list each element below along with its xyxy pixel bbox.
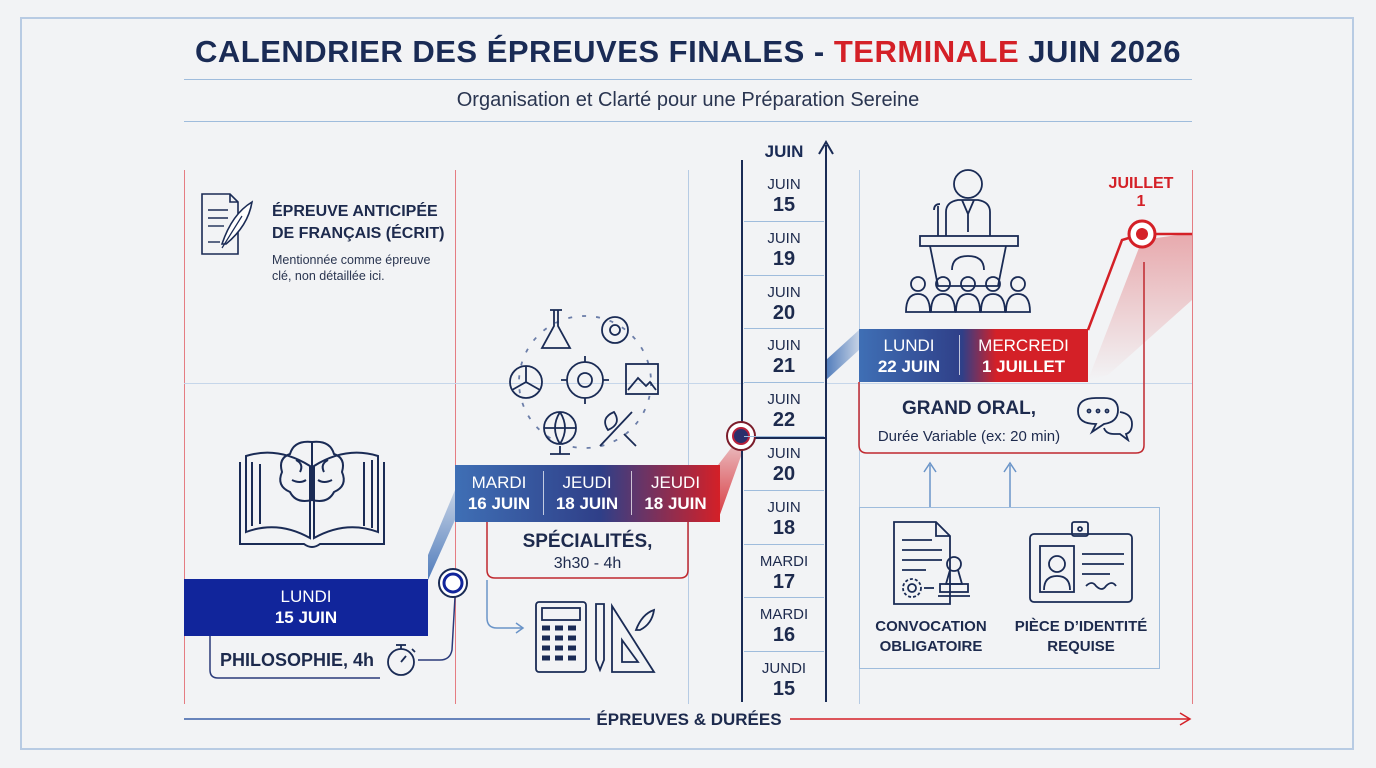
specialites-duration: 3h30 - 4h bbox=[553, 555, 622, 572]
grid-line bbox=[184, 170, 185, 704]
page-title: CALENDRIER DES ÉPREUVES FINALES - TERMIN… bbox=[195, 34, 1181, 69]
title-underline bbox=[184, 79, 1192, 80]
grand-oral-duration: Durée Variable (ex: 20 min) bbox=[877, 428, 1061, 445]
science-tools-icon bbox=[509, 309, 659, 455]
stopwatch-icon bbox=[387, 644, 416, 676]
requirements-box bbox=[859, 507, 1160, 669]
axis-label: ÉPREUVES & DURÉES bbox=[596, 710, 782, 729]
speaker-audience-icon bbox=[905, 169, 1031, 313]
grand-oral-label: GRAND ORAL, bbox=[901, 398, 1037, 419]
brain-book-icon bbox=[239, 440, 385, 548]
philo-label: PHILOSOPHIE, 4h bbox=[220, 650, 375, 670]
outer-frame bbox=[20, 17, 1354, 750]
grid-line bbox=[184, 383, 744, 384]
speech-bubbles-icon bbox=[1077, 397, 1133, 442]
grid-line bbox=[455, 170, 456, 704]
specialites-label: SPÉCIALITÉS, bbox=[522, 531, 653, 552]
convocation-stamp-icon bbox=[893, 521, 970, 605]
page-subtitle: Organisation et Clarté pour une Préparat… bbox=[456, 89, 920, 111]
grid-line bbox=[1192, 170, 1193, 704]
grid-line bbox=[826, 383, 1192, 384]
document-quill-icon bbox=[201, 193, 254, 255]
timeline-header: JUIN bbox=[764, 142, 804, 161]
subtitle-underline bbox=[184, 121, 1192, 122]
grid-line bbox=[688, 170, 689, 704]
calculator-ruler-icon bbox=[535, 601, 656, 673]
id-card-icon bbox=[1029, 521, 1133, 603]
